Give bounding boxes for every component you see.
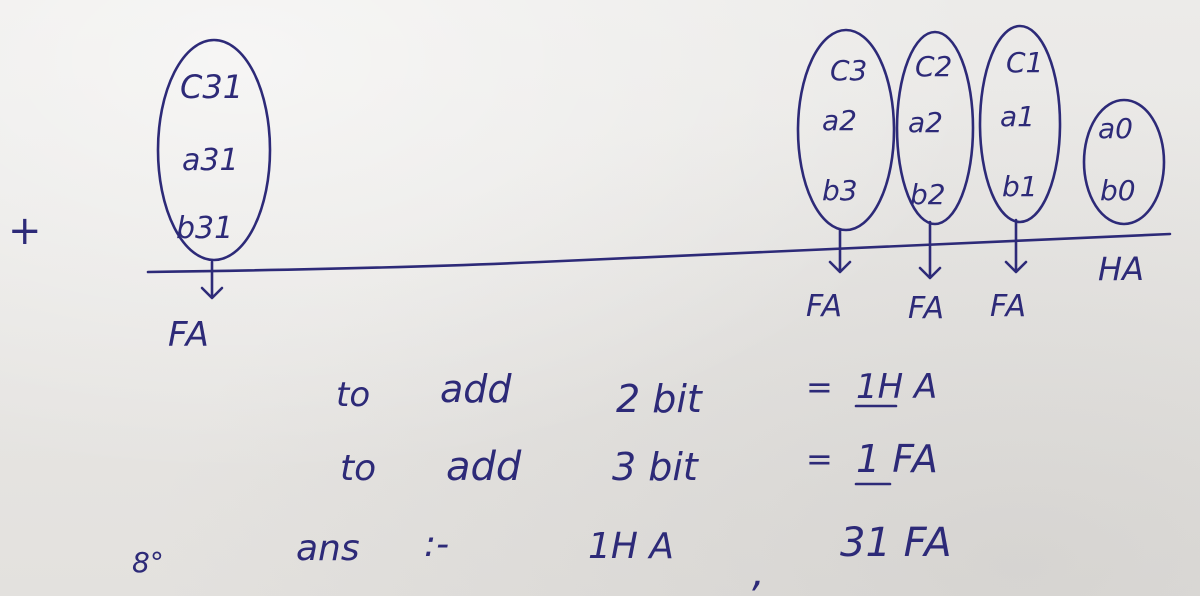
left-down-arrow [200, 260, 224, 300]
sum-line [146, 232, 1172, 274]
line2-verb: add [446, 444, 522, 490]
carry-label-2: C2 [915, 50, 952, 83]
oval-bit-2 [895, 30, 975, 226]
left-bit-oval [156, 38, 272, 262]
line2-result: 1 FA [856, 437, 938, 481]
down-arrow-3 [828, 228, 852, 274]
a-label-3: a2 [822, 104, 857, 137]
answer-marker: 8° [132, 546, 164, 579]
a-label-1: a1 [1000, 100, 1035, 133]
down-arrow-1 [1004, 218, 1028, 274]
answer-half-adders: 1H A [588, 526, 674, 567]
b-label-0: b0 [1100, 174, 1136, 207]
carry-label-1: C1 [1006, 46, 1043, 79]
answer-separator: :- [424, 524, 449, 565]
down-arrow-2 [918, 220, 942, 280]
left-a-label: a31 [182, 143, 239, 178]
b-label-3: b3 [822, 174, 858, 207]
adder-label-1: FA [990, 289, 1026, 324]
adder-label-3: FA [806, 289, 842, 324]
b-label-1: b1 [1002, 170, 1038, 203]
answer-comma: , [752, 550, 765, 596]
line1-result: 1H A [856, 367, 937, 407]
b-label-2: b2 [910, 178, 946, 211]
line2-bits: 3 bit [612, 445, 700, 489]
a-label-2: a2 [908, 106, 943, 139]
line1-prefix: to [336, 375, 370, 415]
left-adder-label: FA [168, 315, 209, 355]
answer-word: ans [296, 528, 360, 569]
oval-bit-1 [978, 24, 1062, 224]
line2-prefix: to [340, 448, 376, 489]
left-carry-label: C31 [180, 68, 243, 106]
line1-verb: add [440, 367, 512, 411]
plus-sign: + [8, 208, 42, 254]
adder-label-0: HA [1098, 250, 1144, 288]
oval-bit-0 [1082, 98, 1166, 226]
adder-label-2: FA [908, 291, 944, 326]
left-b-label: b31 [176, 211, 233, 246]
line1-eq: = [806, 368, 833, 406]
line1-bits: 2 bit [616, 377, 704, 421]
oval-bit-3 [796, 28, 896, 232]
carry-label-3: C3 [830, 54, 867, 87]
line2-eq: = [806, 440, 833, 478]
a-label-0: a0 [1098, 112, 1133, 145]
answer-full-adders: 31 FA [840, 520, 952, 566]
